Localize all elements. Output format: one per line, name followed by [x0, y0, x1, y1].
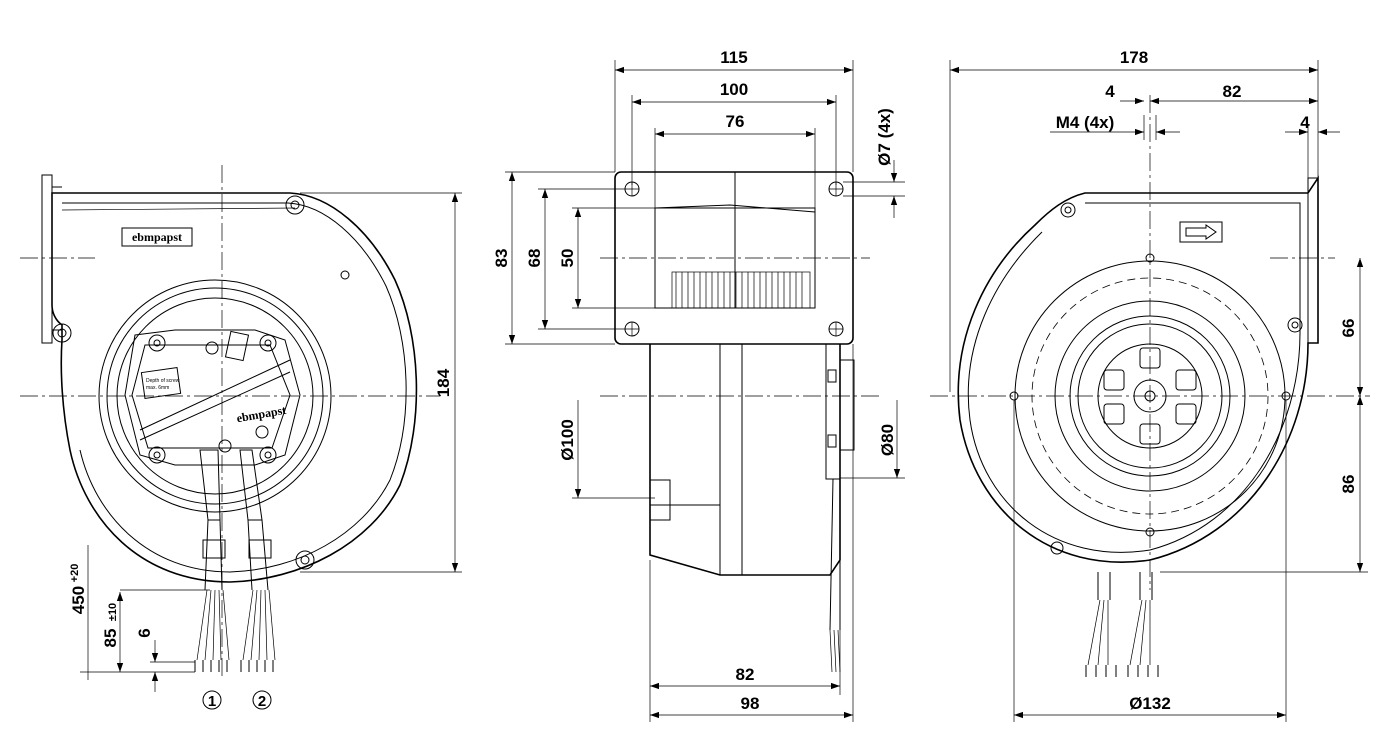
- dim-6: 6: [135, 628, 154, 637]
- dim-82-top: 82: [1223, 82, 1242, 101]
- brand-logo-text: ebmpapst: [132, 230, 182, 244]
- dim-98: 98: [741, 694, 760, 713]
- rear-view: 178 4 82 M4 (4x) 4 66 86 Ø132: [930, 48, 1370, 722]
- dim-115: 115: [720, 48, 747, 67]
- dim-76: 76: [726, 112, 745, 131]
- dim-100: 100: [720, 80, 748, 99]
- dim-83: 83: [492, 249, 511, 268]
- dim-80-dia: Ø80: [878, 424, 897, 456]
- dim-82-bottom: 82: [736, 665, 755, 684]
- dim-4-top: 4: [1105, 82, 1115, 101]
- connection-2-label: 2: [258, 693, 266, 710]
- dim-132-dia: Ø132: [1129, 694, 1171, 713]
- svg-text:max. 6mm: max. 6mm: [146, 385, 169, 391]
- dim-68: 68: [525, 249, 544, 268]
- dim-86: 86: [1339, 475, 1358, 494]
- dim-450: 450: [69, 586, 88, 614]
- dim-7-4x: Ø7 (4x): [875, 108, 894, 166]
- connection-1-label: 1: [208, 693, 216, 710]
- front-view: ebmpapst Depth of screw max. 6mm ebmpaps…: [20, 165, 462, 710]
- dim-178: 178: [1120, 48, 1148, 67]
- dim-4-right: 4: [1300, 113, 1310, 132]
- dim-m4-4x: M4 (4x): [1056, 113, 1115, 132]
- svg-text:Depth of screw: Depth of screw: [146, 378, 180, 384]
- side-view: 115 100 76 Ø7 (4x) 83 68 50 Ø100: [492, 48, 905, 722]
- dim-85: 85: [101, 629, 120, 648]
- dim-85-tolerance: ±10: [107, 603, 119, 621]
- dim-450-tolerance: +20: [69, 564, 81, 583]
- motor-logo-text: ebmpapst: [235, 403, 287, 425]
- dim-184: 184: [434, 368, 453, 397]
- dim-50: 50: [558, 249, 577, 268]
- dim-100-dia: Ø100: [558, 419, 577, 461]
- dim-66: 66: [1339, 319, 1358, 338]
